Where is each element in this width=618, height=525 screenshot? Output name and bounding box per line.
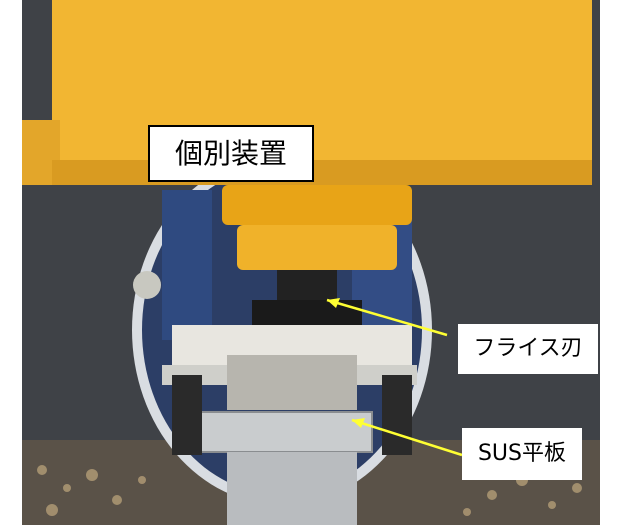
plate-arrow-head bbox=[352, 418, 365, 428]
main-device-label: 個別装置 bbox=[148, 125, 314, 182]
sus-plate bbox=[196, 411, 373, 453]
machine-body-edge bbox=[52, 160, 592, 185]
right-support bbox=[382, 375, 412, 455]
support-column bbox=[227, 452, 357, 525]
worker-helmet bbox=[133, 271, 161, 299]
metal-chips bbox=[37, 465, 582, 516]
cutter-arrow bbox=[326, 298, 448, 337]
workpiece-block bbox=[227, 355, 357, 410]
worker-figure bbox=[162, 190, 212, 340]
spindle-lower bbox=[237, 225, 397, 270]
cutter-holder bbox=[277, 270, 337, 300]
spindle-upper bbox=[222, 185, 412, 225]
photo-illustration bbox=[22, 0, 600, 525]
plate-arrow bbox=[351, 418, 463, 457]
cutter-label: フライス刃 bbox=[458, 324, 598, 374]
machine-body bbox=[52, 0, 592, 185]
cutter-arrow-head bbox=[327, 298, 340, 308]
plate-label: SUS平板 bbox=[462, 428, 582, 480]
left-support bbox=[172, 375, 202, 455]
machine-photo bbox=[22, 0, 600, 525]
